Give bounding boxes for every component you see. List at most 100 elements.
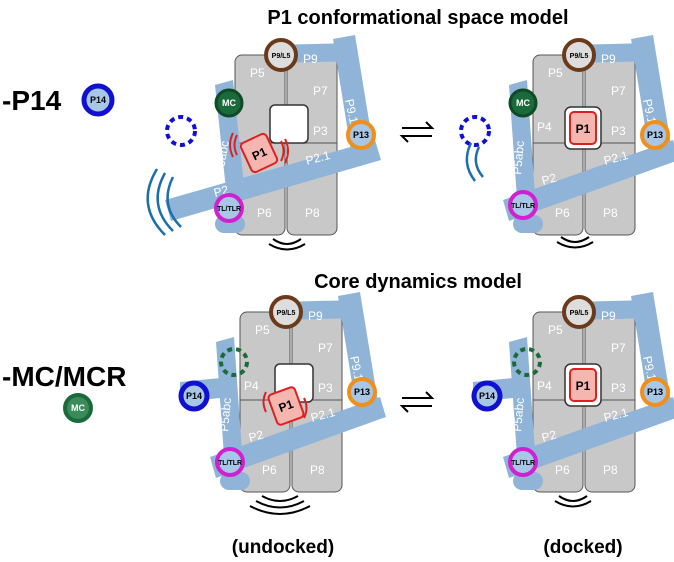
motion-arcs-icon — [556, 236, 594, 249]
label-p4: P4 — [244, 379, 259, 393]
label-p13: P13 — [647, 130, 663, 140]
label-p3: P3 — [611, 381, 626, 395]
label-p9l5: P9/L5 — [277, 310, 296, 317]
label-p2-1: P2.1 — [602, 148, 630, 168]
label-tltlr: TL/TLR — [218, 460, 242, 467]
p13-circle-icon: P13 — [346, 120, 376, 150]
motion-arcs-icon — [268, 238, 306, 251]
equilibrium-arrows-icon — [399, 391, 435, 413]
condition-label-top: -P14 — [2, 85, 62, 116]
label-p5abc: P5abc — [510, 397, 527, 432]
label-p5: P5 — [255, 323, 270, 337]
mc-badge-icon: MC — [63, 393, 93, 423]
wiggle-lines-icon — [262, 391, 308, 419]
state-label-docked: (docked) — [543, 537, 622, 558]
motion-arcs-icon — [554, 495, 592, 508]
label-p2-1: P2.1 — [602, 405, 630, 425]
label-p1: P1 — [576, 379, 591, 393]
mc-circle-icon: MC — [214, 88, 244, 118]
p14-circle-icon: P14 — [178, 380, 210, 412]
label-p2: P2 — [247, 427, 265, 444]
label-p7: P7 — [611, 341, 626, 355]
label-p13: P13 — [353, 130, 369, 140]
label-p2: P2 — [540, 170, 558, 187]
diagram-top-undocked: P5 P7 P3 P6 P8 P9 P5abc P2 P2.1 P9.1/9.2… — [146, 35, 381, 251]
label-p13: P13 — [354, 387, 370, 397]
p14-badge-icon: P14 — [81, 83, 115, 117]
label-p9l5: P9/L5 — [272, 53, 291, 60]
diagram-bottom-undocked: P5 P7 P4 P3 P6 P8 P9 P5abc P2 P2.1 P9.1/… — [178, 292, 386, 515]
state-label-undocked: (undocked) — [232, 537, 334, 558]
label-p8: P8 — [305, 206, 320, 220]
label-p7: P7 — [313, 84, 328, 98]
p9l5-circle-icon: P9/L5 — [269, 295, 303, 329]
label-p6: P6 — [555, 463, 570, 477]
label-p5abc: P5abc — [510, 140, 527, 175]
label-p9: P9 — [303, 52, 318, 66]
label-p3: P3 — [313, 124, 328, 138]
p9l5-circle-icon: P9/L5 — [562, 295, 596, 329]
motion-arcs-icon — [146, 168, 182, 236]
label-p1: P1 — [250, 144, 270, 163]
tltlr-circle-icon: TL/TLR — [508, 190, 538, 220]
mc-circle-icon: MC — [508, 88, 538, 118]
label-mc: MC — [222, 98, 236, 108]
label-p6: P6 — [257, 206, 272, 220]
label-p4: P4 — [537, 120, 552, 134]
label-top-badge: P14 — [90, 95, 106, 105]
p9l5-circle-icon: P9/L5 — [562, 38, 596, 72]
label-p8: P8 — [603, 463, 618, 477]
dashed-circle-icon — [459, 115, 491, 147]
label-p5: P5 — [548, 323, 563, 337]
label-p5abc: P5abc — [217, 397, 234, 432]
label-mc: MC — [516, 98, 530, 108]
label-p6: P6 — [262, 463, 277, 477]
label-p2-1: P2.1 — [309, 405, 337, 425]
label-p8: P8 — [603, 206, 618, 220]
label-bottom-badge: MC — [71, 403, 85, 413]
p14-circle-icon: P14 — [471, 380, 503, 412]
dashed-circle-icon — [165, 115, 197, 147]
label-p9: P9 — [601, 309, 616, 323]
label-p9l5: P9/L5 — [570, 310, 589, 317]
top-panel-title: P1 conformational space model — [267, 7, 568, 29]
label-tltlr: TL/TLR — [511, 203, 535, 210]
p13-circle-icon: P13 — [640, 120, 670, 150]
label-p3: P3 — [611, 124, 626, 138]
label-p6: P6 — [555, 206, 570, 220]
label-p9: P9 — [601, 52, 616, 66]
label-p1: P1 — [576, 122, 591, 136]
tltlr-circle-icon: TL/TLR — [508, 447, 538, 477]
label-p9l5: P9/L5 — [570, 53, 589, 60]
label-p8: P8 — [310, 463, 325, 477]
label-p7: P7 — [318, 341, 333, 355]
label-p2-1: P2.1 — [304, 148, 332, 168]
diagram-bottom-docked: P5 P7 P4 P3 P6 P8 P9 P5abc P2 P2.1 P9.1/… — [471, 292, 674, 508]
wiggle-lines-icon — [229, 132, 289, 164]
p13-circle-icon: P13 — [640, 377, 670, 407]
condition-label-bottom: -MC/MCR — [2, 361, 126, 392]
label-p7: P7 — [611, 84, 626, 98]
p1-element: P1 — [564, 363, 602, 407]
equilibrium-arrows-icon — [399, 121, 435, 143]
dashed-circle-icon — [512, 347, 542, 377]
label-tltlr: TL/TLR — [511, 460, 535, 467]
label-p5: P5 — [250, 66, 265, 80]
label-p13: P13 — [647, 387, 663, 397]
tltlr-circle-icon: TL/TLR — [215, 447, 245, 477]
label-p3: P3 — [318, 381, 333, 395]
label-tltlr: TL/TLR — [217, 206, 241, 213]
dashed-circle-icon — [219, 347, 249, 377]
p1-element: P1 — [564, 106, 602, 150]
bottom-panel-title: Core dynamics model — [314, 271, 522, 293]
label-p5abc: P5abc — [212, 140, 232, 176]
label-p9: P9 — [308, 309, 323, 323]
diagram-top-docked: P5 P7 P4 P3 P6 P8 P9 P5abc P2 P2.1 P9.1/… — [459, 35, 674, 249]
tltlr-circle-icon: TL/TLR — [214, 193, 244, 223]
p1-element: P1 — [267, 386, 305, 426]
label-p5: P5 — [548, 66, 563, 80]
p13-circle-icon: P13 — [347, 377, 377, 407]
label-p2: P2 — [540, 427, 558, 444]
label-p14: P14 — [479, 391, 495, 401]
